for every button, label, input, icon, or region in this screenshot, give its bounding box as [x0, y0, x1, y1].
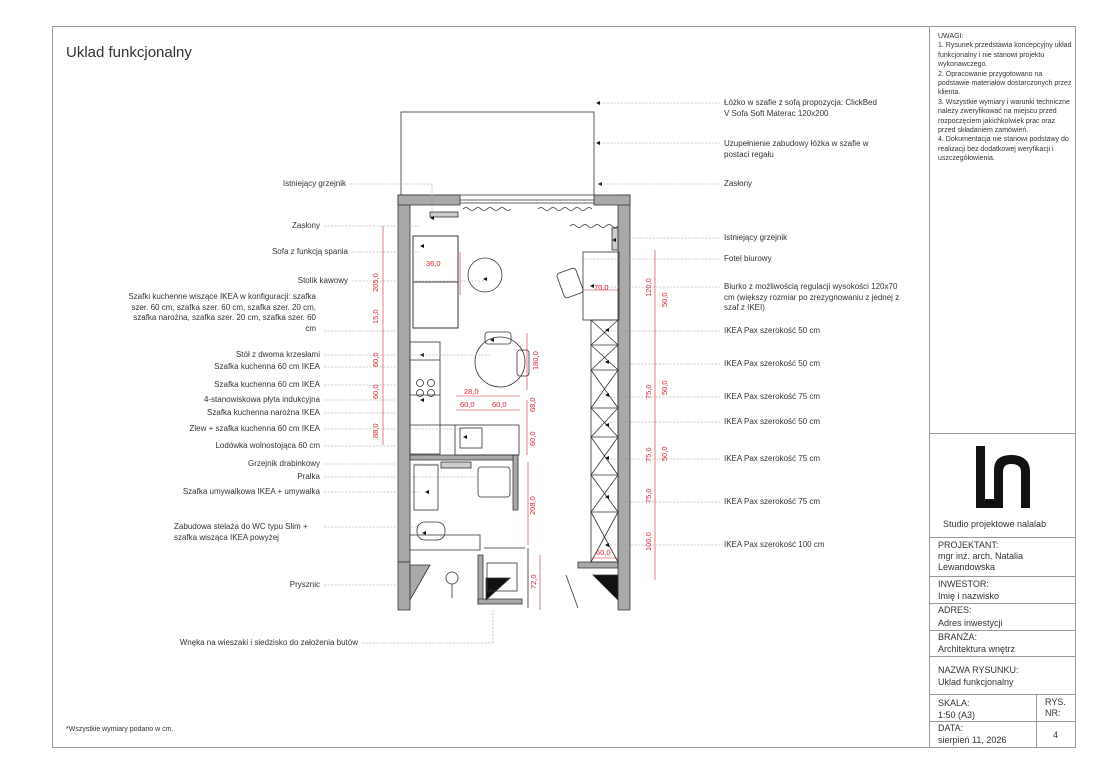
dim-label: 68,0: [528, 397, 537, 412]
tb-label: PROJEKTANT:: [938, 540, 999, 550]
note-item: 3. Wszystkie wymiary i warunki techniczn…: [938, 98, 1070, 135]
label-radiator: Istniejący grzejnik: [282, 179, 346, 188]
tb-value: Uklad funkcjonalny: [938, 677, 1014, 687]
dim-label: 60,0: [371, 352, 380, 367]
dim-label: 120,0: [644, 278, 653, 297]
label-pax: IKEA Pax szerokość 75 cm: [724, 454, 821, 463]
dim-label: 75,0: [644, 384, 653, 399]
tb-projektant: PROJEKTANT: mgr inż. arch. Natalia Lewan…: [929, 537, 1076, 577]
label-pax: IKEA Pax szerokość 50 cm: [724, 417, 821, 426]
dim-label: 60,0: [371, 384, 380, 399]
tb-label: BRANŻA:: [938, 632, 978, 642]
dim-label: 75,0: [644, 488, 653, 503]
label-pax: IKEA Pax szerokość 75 cm: [724, 497, 821, 506]
label-wc: Zabudowa stelaża do WC typu Slim + szafk…: [174, 522, 308, 542]
tb-value: Imię i nazwisko: [938, 591, 1000, 601]
dim-label: 15,0: [371, 309, 380, 324]
dim-label: 88,0: [371, 423, 380, 438]
drawing-title: Uklad funkcjonalny: [66, 44, 192, 61]
dim-label: 60,0: [460, 400, 475, 409]
label-niche: Wnęka na wieszaki i siedzisko do założen…: [179, 638, 358, 647]
label-curtains: Zasłony: [291, 221, 320, 230]
label-coffee-table: Stolik kawowy: [297, 276, 348, 285]
tb-value: 1:50 (A3): [938, 710, 976, 720]
dim-label: 50,0: [660, 292, 669, 307]
label-vanity: Szafka umywalkowa IKEA + umywalka: [182, 487, 320, 496]
dim-label: 100,0: [644, 532, 653, 551]
dim-label: 72,0: [529, 574, 538, 589]
tb-label: NAZWA RYSUNKU:: [938, 665, 1019, 675]
drawing-frame: [52, 26, 1076, 748]
tb-label: SKALA:: [938, 698, 970, 708]
dim-label: 60,0: [528, 431, 537, 446]
label-radiator-r: Istniejący grzejnik: [724, 233, 788, 242]
dim-label: 180,0: [531, 351, 540, 370]
notes: UWAGI: 1. Rysunek przedstawia koncepcyjn…: [938, 32, 1074, 164]
label-desk: Biurko z możliwością regulacji wysokości…: [724, 282, 900, 312]
label-ladder-radiator: Grzejnik drabinkowy: [247, 459, 320, 468]
tb-label: ADRES:: [938, 605, 972, 615]
label-wall-cabinets: Szafki kuchenne wiszące IKEA w konfigura…: [128, 292, 316, 333]
note-item: 1. Rysunek przedstawia koncepcyjny układ…: [938, 42, 1072, 69]
label-office-chair: Fotel biurowy: [724, 254, 772, 263]
label-washer: Pralka: [297, 472, 320, 481]
dim-label: 70,0: [594, 283, 609, 292]
tb-value: Adres inwestycji: [938, 618, 1003, 628]
label-pax: IKEA Pax szerokość 75 cm: [724, 392, 821, 401]
footnote: *Wszystkie wymiary podano w cm.: [66, 726, 174, 733]
walls: [397, 194, 631, 611]
dim-label: 50,0: [660, 380, 669, 395]
label-induction: 4-stanowiskowa płyta indukcyjna: [203, 395, 320, 404]
dim-label: 28,0: [464, 387, 479, 396]
side-panel: [929, 26, 1077, 748]
note-item: 2. Opracowanie przygotowano na podstawie…: [938, 70, 1072, 97]
studio-name: Studio projektowe nalalab: [943, 519, 1047, 529]
label-cabinet: Szafka kuchenna 60 cm IKEA: [214, 380, 320, 389]
label-shelf: Uzupełnienie zabudowy łóżka w szafie w p…: [724, 139, 869, 159]
label-cabinet: Szafka kuchenna 60 cm IKEA: [214, 362, 320, 371]
label-pax: IKEA Pax szerokość 50 cm: [724, 359, 821, 368]
label-shower: Prysznic: [289, 580, 320, 589]
tb-value: sierpień 11, 2026: [938, 735, 1007, 745]
tb-label: DATA:: [938, 723, 964, 733]
label-sofa: Sofa z funkcją spania: [271, 247, 348, 256]
label-dining: Stół z dwoma krzesłami: [235, 350, 320, 359]
note-item: 4. Dokumentacja nie stanowi podstawy do …: [938, 136, 1069, 163]
label-pax: IKEA Pax szerokość 50 cm: [724, 326, 821, 335]
label-corner-cabinet: Szafka kuchenna narożna IKEA: [207, 408, 320, 417]
label-bed: Łóżko w szafie z sofą propozycja: ClickB…: [724, 98, 877, 118]
tb-value: Architektura wnętrz: [938, 644, 1016, 654]
dim-label: 75,0: [644, 447, 653, 462]
dim-label: 60,0: [492, 400, 507, 409]
label-pax: IKEA Pax szerokość 100 cm: [724, 540, 825, 549]
label-curtains-r: Zasłony: [724, 179, 753, 188]
tb-rys: RYS. NR: 4: [1036, 694, 1077, 748]
notes-heading: UWAGI:: [938, 33, 964, 40]
tb-label: RYS. NR:: [1045, 697, 1066, 718]
dim-label: 50,0: [660, 446, 669, 461]
tb-value: mgr inż. arch. Natalia Lewandowska: [938, 551, 1024, 572]
tb-inwestor: INWESTOR: Imię i nazwisko: [929, 576, 1076, 604]
label-sink: Zlew + szafka kuchenna 60 cm IKEA: [189, 424, 320, 433]
dim-label: 208,0: [528, 496, 537, 515]
tb-value: 4: [1053, 730, 1059, 740]
dim-label: 205,0: [371, 273, 380, 292]
bed-wardrobe: [400, 111, 595, 196]
tb-label: INWESTOR:: [938, 579, 989, 589]
tb-adres: ADRES: Adres inwestycji: [929, 603, 1076, 631]
tb-data: DATA: sierpień 11, 2026: [929, 721, 1076, 749]
dim-label: 60,0: [596, 548, 611, 557]
tb-skala: SKALA: 1:50 (A3): [929, 694, 1076, 722]
tb-nazwa: NAZWA RYSUNKU: Uklad funkcjonalny: [929, 656, 1076, 695]
logo-area: [929, 433, 1076, 538]
dim-label: 36,0: [426, 259, 441, 268]
tb-branza: BRANŻA: Architektura wnętrz: [929, 630, 1076, 657]
label-fridge: Lodówka wolnostojąca 60 cm: [215, 441, 320, 450]
